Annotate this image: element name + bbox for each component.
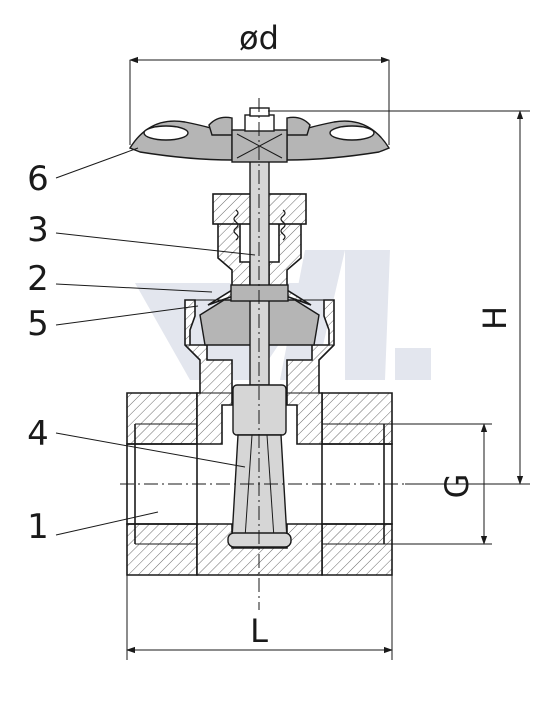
centerlines bbox=[120, 98, 405, 610]
part-label-handwheel: 6 bbox=[27, 159, 49, 199]
dimension-h bbox=[268, 110, 530, 485]
handwheel bbox=[128, 107, 391, 163]
part-label-wedge: 4 bbox=[27, 414, 49, 454]
part-label-bonnet: 2 bbox=[27, 259, 49, 299]
part-label-body: 1 bbox=[27, 507, 49, 547]
leader-lines bbox=[55, 147, 256, 536]
dimension-g bbox=[384, 423, 492, 545]
dimension-l bbox=[126, 575, 393, 660]
part-label-gasket: 5 bbox=[27, 304, 49, 344]
bonnet bbox=[184, 193, 335, 346]
part-label-stem: 3 bbox=[27, 210, 49, 250]
dim-length-label: L bbox=[250, 612, 268, 650]
dim-height-label: H bbox=[476, 306, 514, 330]
packing bbox=[233, 209, 286, 241]
dim-thread-label: G bbox=[438, 474, 476, 499]
dimension-d bbox=[129, 56, 390, 145]
dim-diameter-label: ød bbox=[239, 19, 279, 57]
